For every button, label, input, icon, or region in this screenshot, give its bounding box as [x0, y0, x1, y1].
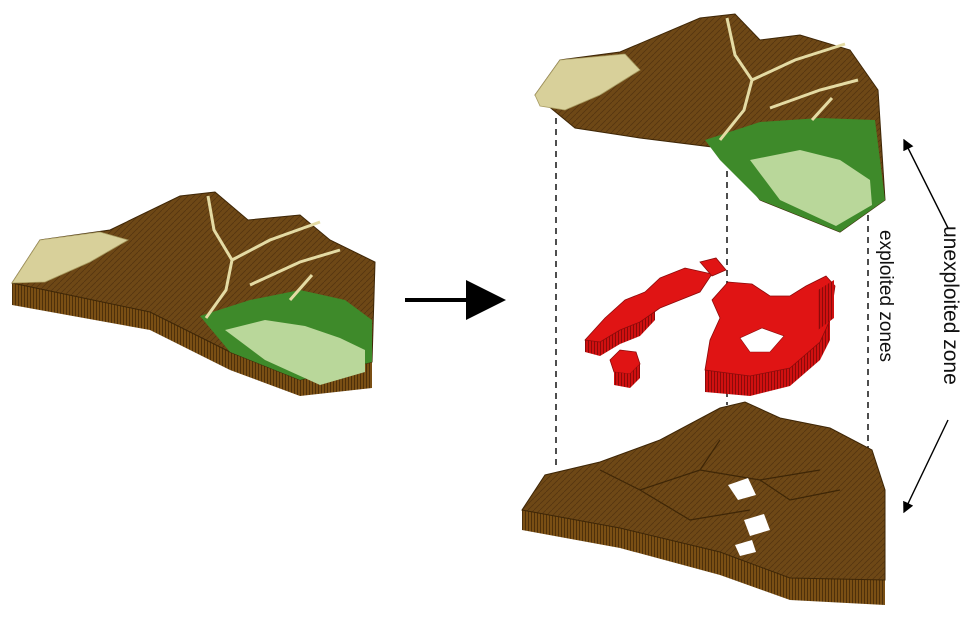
exploited-zones: [585, 258, 835, 396]
exploited-zones-label: exploited zones: [874, 230, 896, 362]
unexploited-zone-label: unexploited zone: [938, 226, 962, 385]
exploited-zone-left: [585, 268, 712, 342]
original-terrain-model: [12, 192, 375, 396]
pointer-arrow-upper: [904, 140, 948, 228]
lower-unexploited-layer: [522, 402, 885, 605]
pointer-arrow-lower: [904, 420, 948, 512]
upper-unexploited-layer: [535, 14, 885, 232]
